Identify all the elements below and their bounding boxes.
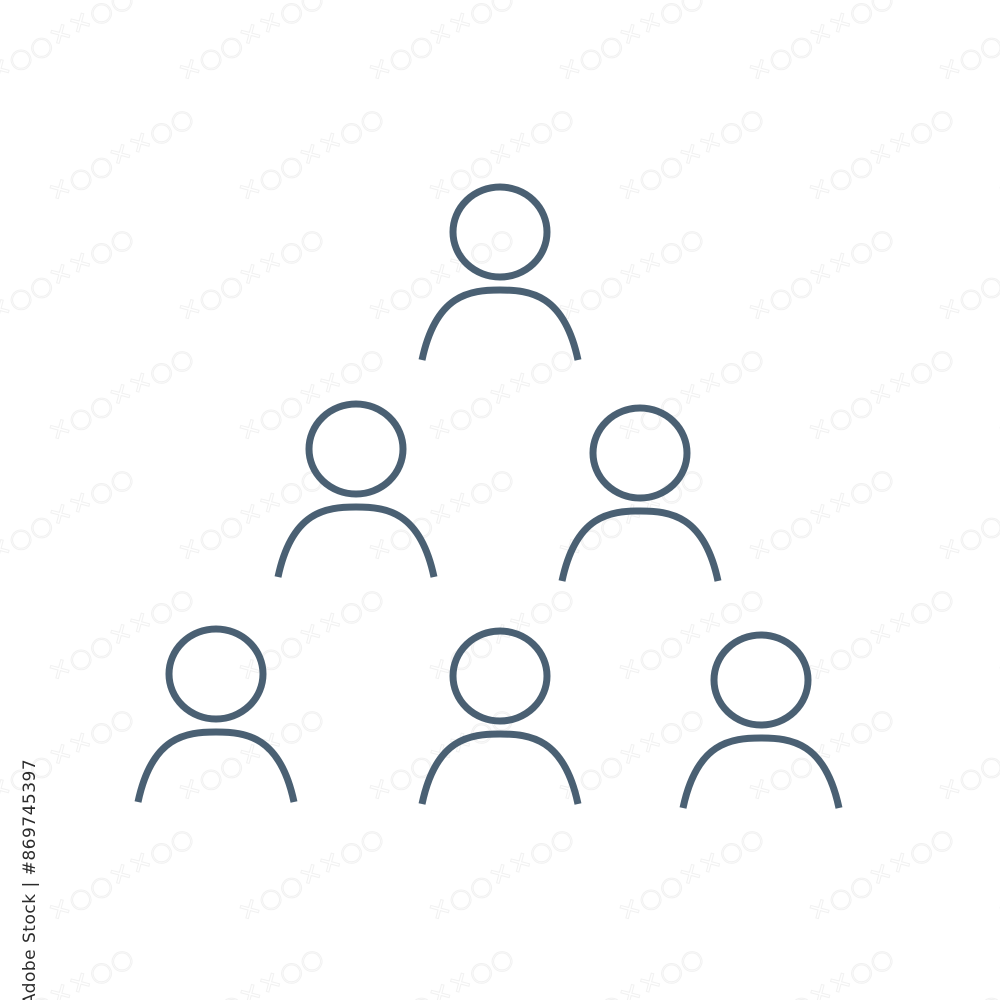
- person-head: [305, 400, 407, 498]
- person-head: [165, 625, 267, 723]
- person-head: [449, 627, 551, 725]
- person-icon-bottom-left: [134, 625, 298, 803]
- person-shoulders: [418, 730, 582, 805]
- person-shoulders: [274, 503, 438, 578]
- person-icon-middle-left: [274, 400, 438, 578]
- person-shoulders: [679, 734, 843, 809]
- person-head: [710, 631, 812, 729]
- person-shoulders: [134, 728, 298, 803]
- person-icon-middle-right: [558, 404, 722, 582]
- person-shoulders: [558, 507, 722, 582]
- person-icon-bottom-right: [679, 631, 843, 809]
- person-icon-top: [418, 183, 582, 361]
- image-id-label: Adobe Stock | #869745397: [20, 758, 40, 1000]
- person-head: [449, 183, 551, 281]
- person-icon-bottom-center: [418, 627, 582, 805]
- person-head: [589, 404, 691, 502]
- person-shoulders: [418, 286, 582, 361]
